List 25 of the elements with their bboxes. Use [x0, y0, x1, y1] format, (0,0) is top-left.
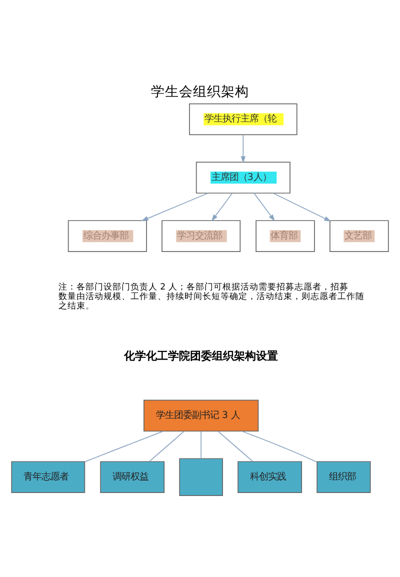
connector — [148, 430, 185, 462]
arrow — [254, 193, 275, 222]
label: 化学化工学院团委组织架构设置 — [124, 349, 278, 362]
connector — [84, 430, 164, 462]
arrow — [211, 193, 233, 222]
connector — [200, 430, 202, 459]
arrow — [240, 134, 246, 164]
node-box: 青年志愿者 — [11, 461, 86, 493]
node-box: 调研权益 — [100, 461, 165, 493]
node-box — [179, 458, 223, 496]
node-box: 学生执行主席（轮 — [189, 103, 298, 136]
node-box: 体育部 — [256, 220, 315, 252]
label: 注：各部门设部门负责人 2 人；各部门可根据活动需要招募志愿者，招募数量由活动规模、工作量、持续时间长短等确定，活动结束，则志愿者工作随之结束。 — [58, 282, 364, 312]
arrow — [272, 192, 332, 222]
node-box: 综合办事部 — [68, 220, 147, 252]
diagram-title: 学生会组织架构 — [151, 84, 249, 100]
node-box: 学习交流部 — [162, 220, 241, 252]
connector — [218, 430, 254, 462]
node-box: 科创实践 — [238, 461, 302, 493]
node-box: 主席团（3人） — [196, 162, 290, 194]
arrow — [141, 192, 208, 222]
node-box: 文艺部 — [330, 220, 389, 252]
connector — [241, 430, 318, 463]
node-box: 学生团委副书记 3 人 — [144, 400, 259, 432]
node-box: 组织部 — [316, 461, 371, 493]
